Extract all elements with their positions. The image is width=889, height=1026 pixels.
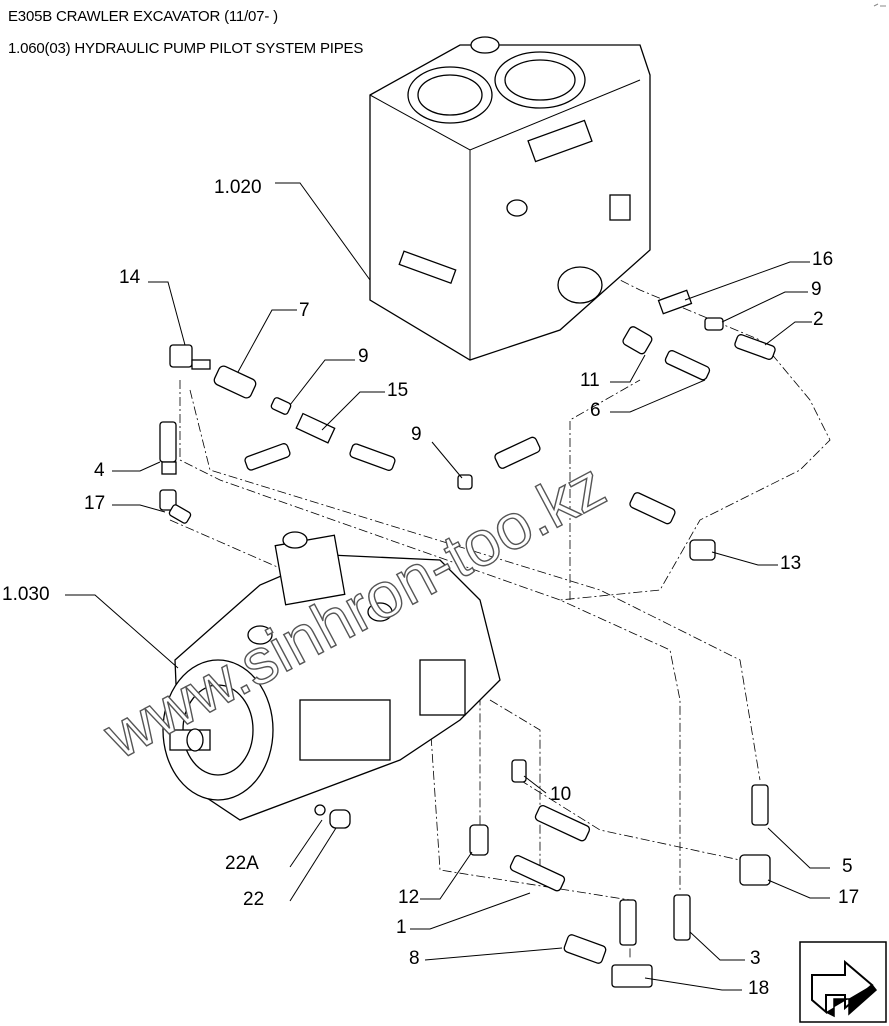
callout-12: 12	[398, 887, 419, 908]
callout-1-030: 1.030	[2, 584, 50, 605]
callout-17: 17	[838, 887, 859, 908]
callout-13: 13	[780, 553, 801, 574]
callout-14: 14	[119, 267, 141, 288]
callout-11: 11	[580, 370, 600, 391]
section-title: 1.060(03) HYDRAULIC PUMP PILOT SYSTEM PI…	[8, 40, 364, 57]
leader-lines	[65, 182, 830, 991]
fittings	[159, 289, 776, 988]
corner-mark-icon	[873, 3, 886, 7]
callout-9: 9	[811, 279, 822, 300]
callout-2: 2	[813, 309, 824, 330]
control-valve-block	[369, 36, 651, 361]
callout-9: 9	[411, 424, 422, 445]
callout-1: 1	[396, 917, 407, 938]
hydraulic-pump	[162, 531, 501, 829]
callout-6: 6	[590, 400, 601, 421]
callout-16: 16	[812, 249, 833, 270]
callout-10: 10	[550, 784, 571, 805]
callout-8: 8	[409, 948, 420, 969]
callout-1-020: 1.020	[214, 177, 262, 198]
machine-title: E305B CRAWLER EXCAVATOR (11/07- )	[8, 8, 278, 25]
callout-15: 15	[387, 380, 408, 401]
callout-22a: 22A	[225, 853, 259, 874]
callout-18: 18	[748, 978, 769, 999]
callout-3: 3	[750, 948, 761, 969]
callout-5: 5	[842, 856, 853, 877]
callout-9: 9	[358, 346, 369, 367]
next-page-arrow-icon[interactable]	[799, 941, 887, 1023]
callout-22: 22	[243, 889, 264, 910]
assembly-lines	[169, 249, 831, 960]
callout-17: 17	[84, 493, 105, 514]
callout-4: 4	[94, 460, 105, 481]
callout-7: 7	[299, 300, 310, 321]
callout-labels: 1.020 14 7 9 15 9 4 17 1.030 16 9 2 11 6…	[2, 177, 859, 999]
